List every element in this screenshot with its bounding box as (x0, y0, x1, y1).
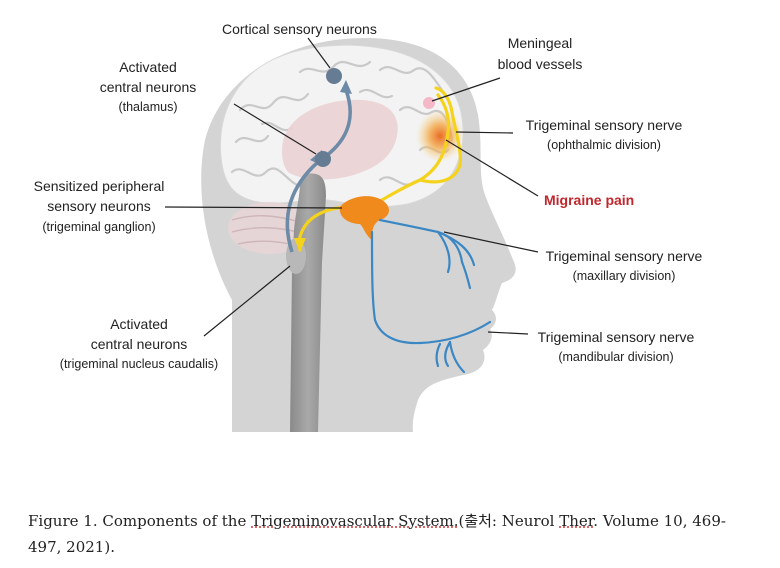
caption-link-system: Trigeminovascular System. (251, 512, 459, 530)
label-sensitized-1: Sensitized peripheral (33, 178, 165, 194)
thalamic-neuron-node (315, 151, 331, 167)
caption-link-ther: Ther (559, 512, 594, 530)
label-ophthalmic-sub: (ophthalmic division) (547, 138, 661, 152)
label-sensitized-2: sensory neurons (47, 198, 151, 214)
label-ophthalmic-1: Trigeminal sensory nerve (525, 117, 683, 133)
label-activated-thalamus-2: central neurons (99, 79, 197, 95)
label-activated-thalamus-1: Activated (119, 59, 177, 75)
maxillary-mandibular-nerves (370, 218, 492, 374)
caption-source: (출처: Neurol (458, 512, 560, 530)
cortical-neuron-node (326, 68, 342, 84)
label-mandibular-1: Trigeminal sensory nerve (537, 329, 695, 345)
label-meningeal-1: Meningeal (507, 35, 573, 51)
label-maxillary-1: Trigeminal sensory nerve (545, 248, 703, 264)
label-maxillary-sub: (maxillary division) (572, 269, 676, 283)
trigeminal-ganglion (339, 196, 389, 240)
label-sensitized-sub: (trigeminal ganglion) (42, 220, 156, 234)
caption-suffix: . Volume 10, 469-497, 2021). (28, 512, 726, 556)
caption-prefix: Figure 1. Components of the (28, 512, 252, 530)
arrowhead-cortex (340, 80, 352, 94)
meningeal-vessel-dot (423, 97, 435, 109)
arrowhead-tnc (294, 238, 306, 252)
ascending-pathways (285, 89, 352, 253)
label-activated-tnc-2: central neurons (90, 336, 188, 352)
label-migraine-pain: Migraine pain (544, 192, 635, 208)
label-mandibular-sub: (mandibular division) (558, 350, 674, 364)
pain-glow (416, 110, 464, 162)
label-cortical-sensory-neurons: Cortical sensory neurons (222, 21, 377, 37)
figure-caption: Figure 1. Components of the Trigeminovas… (28, 508, 728, 560)
pointer-lines (164, 37, 539, 337)
label-activated-thalamus-sub: (thalamus) (118, 100, 178, 114)
label-meningeal-2: blood vessels (497, 56, 583, 72)
label-activated-tnc-sub: (trigeminal nucleus caudalis) (59, 357, 219, 371)
label-activated-tnc-1: Activated (110, 316, 168, 332)
